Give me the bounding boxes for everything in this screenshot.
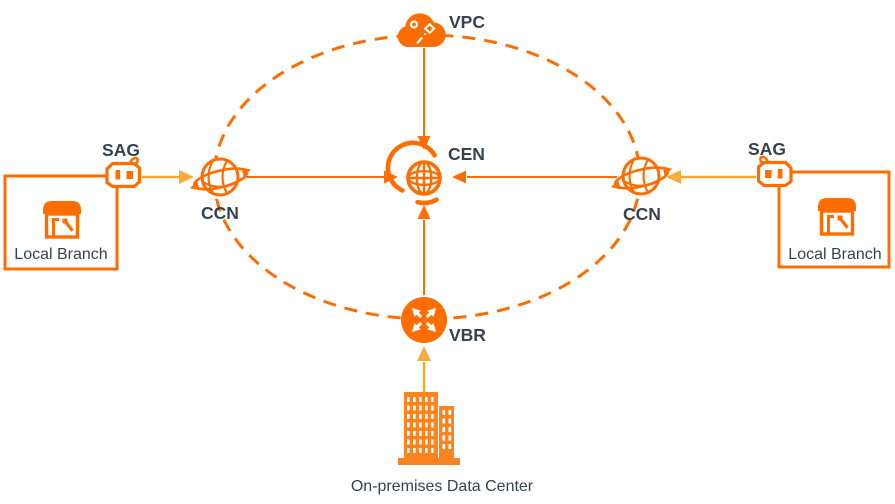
store-icon — [43, 201, 81, 239]
vbr-label: VBR — [449, 325, 486, 345]
globe-sync-icon — [385, 140, 442, 206]
ccn-left-node — [189, 157, 252, 197]
sag-left-node — [105, 156, 142, 189]
edge-vpc-to-cen — [417, 48, 431, 150]
edge-datacenter-to-vbr — [417, 346, 431, 392]
branch-right-box — [777, 170, 891, 269]
cen-node — [385, 140, 442, 206]
cen-label: CEN — [448, 144, 485, 164]
sag-right-node — [756, 155, 793, 188]
router-icon — [401, 297, 447, 343]
vpc-label: VPC — [449, 12, 485, 32]
branch-left-box — [3, 174, 119, 271]
planet-ring-icon — [610, 156, 673, 196]
datacenter-node — [398, 392, 460, 465]
ccn-right-label: CCN — [623, 204, 661, 224]
edge-sag-left-to-ccn-left — [142, 170, 194, 184]
sag-right-label: SAG — [748, 139, 786, 159]
branch-left-store — [43, 201, 81, 239]
edge-vbr-to-cen — [417, 205, 431, 295]
edge-sag-right-to-ccn-right — [666, 170, 756, 184]
ccn-left-label: CCN — [201, 203, 239, 223]
gateway-box-icon — [756, 155, 793, 188]
gateway-box-icon — [105, 156, 142, 189]
branch-left-label: Local Branch — [14, 246, 107, 263]
branch-right-store — [818, 198, 856, 236]
sag-left-label: SAG — [102, 140, 140, 160]
cloud-icon — [397, 13, 446, 48]
vbr-node — [401, 297, 447, 343]
edge-ccn-left-to-cen — [246, 170, 398, 184]
vpc-node — [397, 13, 446, 48]
datacenter-label: On-premises Data Center — [351, 478, 534, 495]
building-icon — [398, 392, 460, 465]
edge-ccn-right-to-cen — [452, 170, 617, 184]
store-icon — [818, 198, 856, 236]
branch-right-label: Local Branch — [788, 246, 881, 263]
planet-ring-icon — [189, 157, 252, 197]
ccn-right-node — [610, 156, 673, 196]
